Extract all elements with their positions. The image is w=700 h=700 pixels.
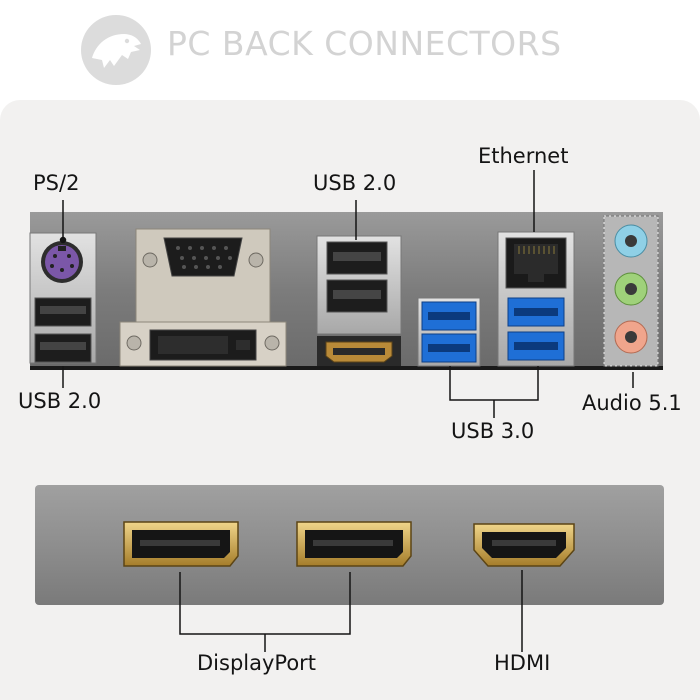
label-usb30: USB 3.0: [451, 419, 535, 443]
usb3-port: [421, 333, 477, 363]
displayport-port: [296, 521, 412, 567]
hdmi-port: [473, 523, 575, 567]
dinosaur-logo-icon: [81, 15, 151, 85]
ps2-port: [45, 245, 79, 279]
label-ethernet: Ethernet: [478, 144, 569, 168]
usb3-stack: [417, 297, 481, 367]
label-usb20-top: USB 2.0: [313, 171, 397, 195]
vga-dvi-bracket: [119, 228, 287, 367]
usb2-port: [326, 279, 388, 313]
label-audio: Audio 5.1: [582, 391, 682, 415]
ps2-usb-stack: [29, 232, 97, 364]
usb2-hdmi-stack: [316, 235, 402, 366]
label-displayport: DisplayPort: [197, 651, 317, 675]
label-ps2: PS/2: [33, 171, 80, 195]
audio-jack-stack: [603, 215, 659, 367]
usb2-port: [34, 333, 92, 363]
title-bar: PC BACK CONNECTORS: [0, 0, 700, 100]
gpu-callout-lines: [179, 570, 523, 652]
page-title: PC BACK CONNECTORS: [167, 24, 562, 63]
gpu-io-panel: [35, 485, 664, 605]
displayport-port: [123, 521, 239, 567]
label-usb20-bottom: USB 2.0: [18, 389, 102, 413]
rear-callout-lines: [59, 170, 634, 418]
usb3-port: [507, 297, 565, 327]
usb2-port: [34, 297, 92, 327]
usb3-port: [507, 331, 565, 361]
ethernet-usb3-stack: [497, 231, 575, 367]
usb3-port: [421, 301, 477, 331]
usb2-port: [326, 241, 388, 275]
rear-io-panel: [29, 212, 663, 370]
label-hdmi: HDMI: [494, 651, 551, 675]
